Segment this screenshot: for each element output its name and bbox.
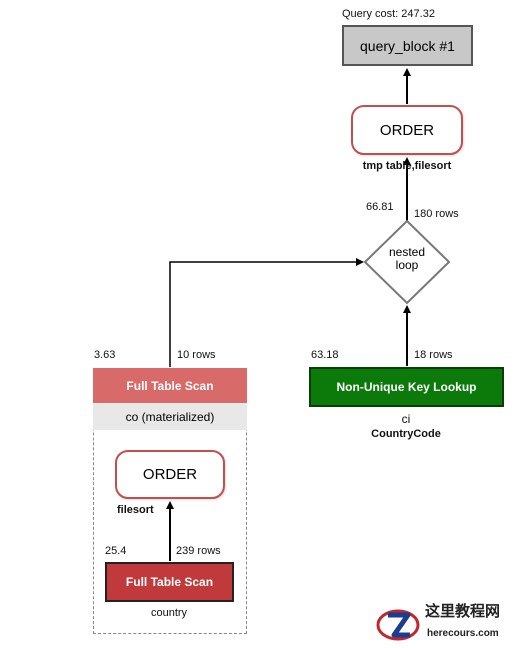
full-table-scan-label: Full Table Scan (126, 378, 214, 393)
nested-loop-cost: 66.81 (366, 201, 394, 213)
nested-loop-label-line1: nested (388, 245, 426, 259)
order-inner-label: ORDER (142, 466, 198, 483)
order-top-label: ORDER (379, 121, 435, 139)
left-branch-cost: 3.63 (94, 349, 116, 361)
nested-loop-diamond (363, 219, 451, 305)
materialized-table-label: co (materialized) (93, 403, 247, 430)
order-node-top[interactable]: ORDER (351, 105, 463, 155)
nested-loop-rows: 180 rows (414, 208, 459, 220)
query-cost-label: Query cost: 247.32 (342, 8, 435, 20)
materialized-label-text: co (materialized) (125, 409, 215, 424)
right-branch-cost: 63.18 (311, 349, 339, 361)
non-unique-key-lookup-label: Non-Unique Key Lookup (336, 380, 477, 394)
nested-loop-node[interactable]: nested loop (371, 246, 443, 272)
order-inner-note: filesort (117, 504, 154, 516)
query-block-node[interactable]: query_block #1 (342, 25, 473, 66)
order-top-note: tmp table,filesort (362, 160, 452, 172)
full-table-scan-node-country[interactable]: Full Table Scan (105, 562, 234, 602)
inner-scan-table-name: country (150, 607, 188, 619)
lookup-table-name: ci (401, 412, 411, 426)
right-branch-rows: 18 rows (414, 349, 453, 361)
edge-left-branch-to-nested-loop (169, 258, 364, 367)
full-table-scan-node-materialized[interactable]: Full Table Scan (93, 368, 247, 403)
inner-scan-label: Full Table Scan (125, 575, 214, 589)
query-block-label: query_block #1 (360, 37, 455, 54)
inner-scan-cost: 25.4 (105, 545, 127, 557)
watermark-text-cn: 这里教程网 (425, 602, 501, 620)
order-node-inner[interactable]: ORDER (115, 450, 225, 499)
lookup-key-name: CountryCode (371, 428, 441, 440)
watermark-text-en: herecours.com (427, 628, 499, 639)
watermark-logo-icon (376, 609, 420, 641)
nested-loop-label-line2: loop (395, 258, 419, 272)
non-unique-key-lookup-node[interactable]: Non-Unique Key Lookup (309, 367, 504, 407)
inner-scan-rows: 239 rows (176, 545, 221, 557)
left-branch-rows: 10 rows (177, 349, 216, 361)
